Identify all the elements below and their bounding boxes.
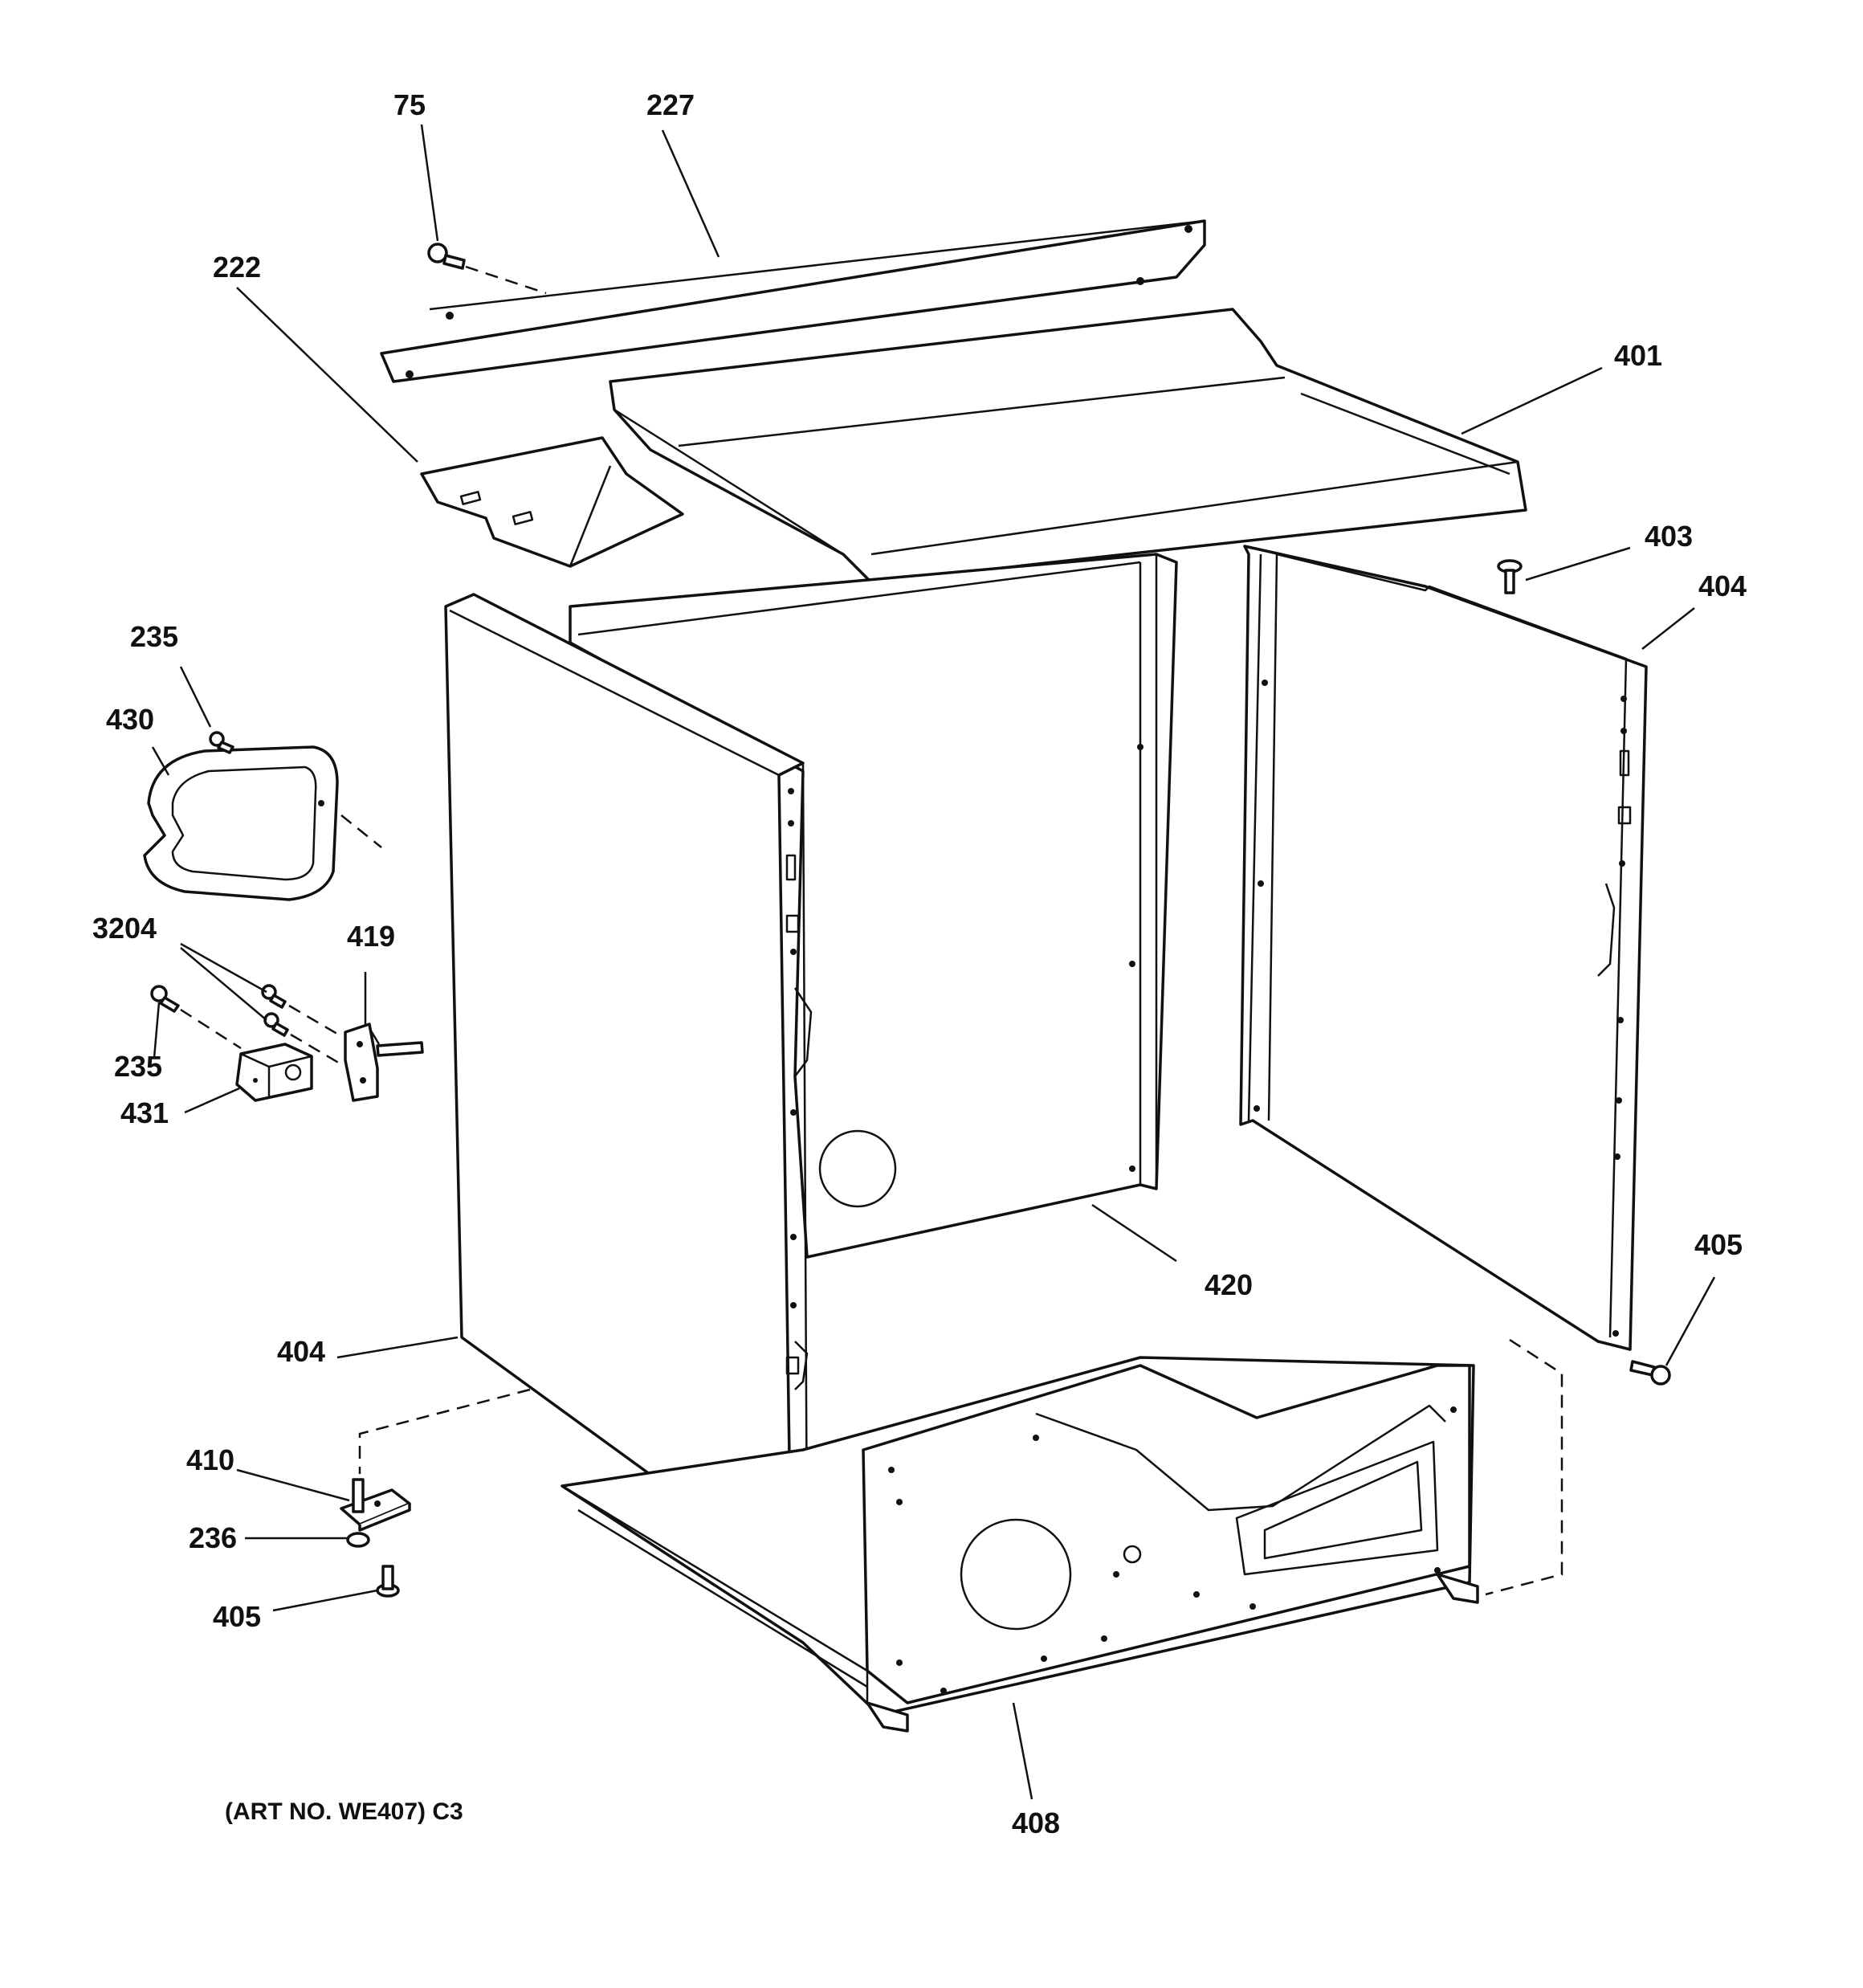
part-404-right-side-panel <box>1239 545 1648 1351</box>
callout-420: 420 <box>1205 1268 1253 1301</box>
leader-lines <box>151 124 1716 1800</box>
part-420-rear-panel <box>569 553 1178 1259</box>
part-235-screw-lower <box>150 985 242 1050</box>
part-227-rear-top-bracket <box>380 219 1206 383</box>
part-405-leveling-leg-left <box>376 1565 400 1598</box>
part-3204-screws <box>261 984 342 1066</box>
part-405-screw-right <box>1629 1360 1671 1386</box>
part-236-foot <box>346 1532 370 1548</box>
callout-431: 431 <box>120 1096 169 1129</box>
part-235-screw-top <box>209 731 234 754</box>
callout-408: 408 <box>1012 1806 1060 1839</box>
callout-235-lower: 235 <box>114 1050 162 1083</box>
part-430-door-gasket <box>143 745 382 901</box>
callout-236: 236 <box>189 1521 237 1554</box>
callout-404-left: 404 <box>277 1335 325 1368</box>
callout-410: 410 <box>186 1443 234 1476</box>
part-408-base-frame <box>561 1356 1479 1733</box>
part-404-left-side-panel <box>444 593 813 1564</box>
callout-401: 401 <box>1614 339 1662 372</box>
part-75-screw <box>427 243 547 295</box>
part-403-screw <box>1497 559 1523 594</box>
part-410-leg-bracket <box>340 1478 411 1532</box>
callout-labels: 75 227 222 401 403 404 235 430 3204 419 … <box>92 88 1747 1839</box>
guide-lines <box>358 1338 1563 1596</box>
callout-403: 403 <box>1645 520 1693 553</box>
callout-404-right: 404 <box>1698 569 1747 602</box>
part-222-front-flange <box>420 436 684 568</box>
callout-3204: 3204 <box>92 912 157 945</box>
art-number: (ART NO. WE407) C3 <box>225 1798 463 1825</box>
callout-419: 419 <box>347 920 395 953</box>
callout-227: 227 <box>646 88 695 121</box>
callout-405-right: 405 <box>1694 1228 1743 1261</box>
part-401-top-cover <box>609 308 1527 584</box>
callout-235-top: 235 <box>130 620 178 653</box>
callout-222: 222 <box>213 251 261 284</box>
callout-405-left: 405 <box>213 1600 261 1633</box>
part-419-door-switch <box>344 1023 424 1102</box>
part-431-strike-bracket <box>235 1043 313 1102</box>
callout-75: 75 <box>393 88 426 121</box>
callout-430: 430 <box>106 703 154 736</box>
